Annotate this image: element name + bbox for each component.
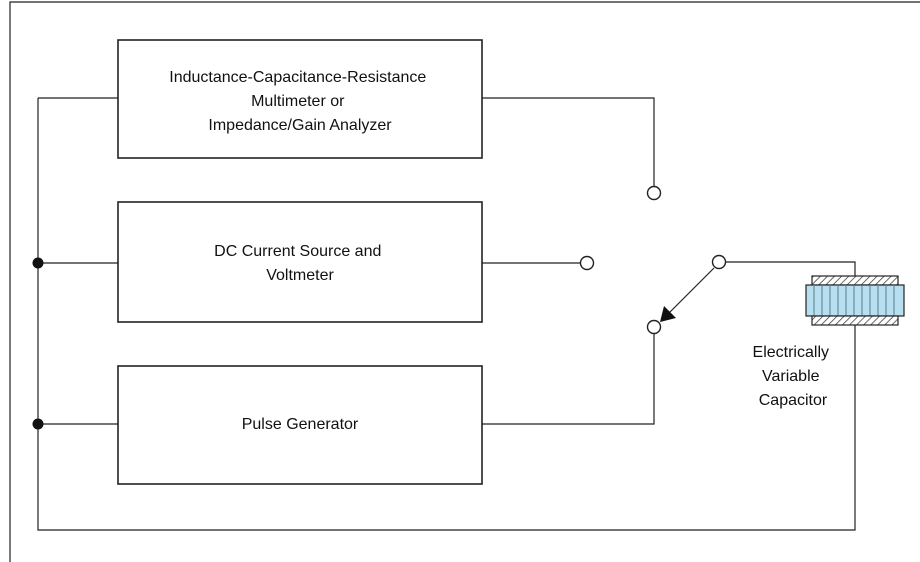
wire-switch-to-capacitor — [726, 261, 856, 276]
dc-source-label: DC Current Source and Voltmeter — [214, 243, 386, 284]
capacitor-top-plate — [811, 275, 899, 286]
capacitor-label-line-3: Capacitor — [759, 392, 828, 409]
lcr-meter-block — [117, 39, 483, 159]
capacitor-label: Electrically Variable Capacitor — [753, 344, 834, 409]
lcr-label-line-1: Inductance-Capacitance-Resistance — [169, 69, 426, 86]
lcr-label-line-2: Multimeter or — [251, 93, 345, 110]
wire-bottom-return — [37, 98, 856, 531]
junction-dot-dc — [32, 257, 44, 269]
switch-arrow-head — [660, 306, 676, 322]
dc-label-line-2: Voltmeter — [266, 267, 334, 284]
dc-source-block — [117, 201, 483, 323]
capacitor-label-line-1: Electrically — [753, 344, 829, 361]
capacitor-dielectric — [805, 284, 905, 317]
capacitor-bottom-plate — [811, 315, 899, 326]
figure-frame — [9, 1, 920, 562]
pulse-label-line-1: Pulse Generator — [242, 416, 359, 433]
switch-terminal-dc — [579, 255, 595, 271]
switch-arm — [667, 267, 715, 315]
lcr-label-line-3: Impedance/Gain Analyzer — [208, 117, 392, 134]
lcr-meter-label: Inductance-Capacitance-Resistance Multim… — [169, 69, 430, 134]
capacitor-dielectric-lines — [813, 285, 895, 316]
switch-terminal-pulse — [646, 319, 662, 335]
dc-label-line-1: DC Current Source and — [214, 243, 381, 260]
switch-terminal-lcr — [646, 185, 662, 201]
capacitor-label-line-2: Variable — [762, 368, 820, 385]
switch-pivot-terminal — [711, 254, 727, 270]
pulse-generator-label: Pulse Generator — [242, 416, 359, 433]
variable-capacitor — [805, 275, 905, 326]
wire-pulse-to-terminal — [482, 334, 655, 425]
junction-dot-pulse — [32, 418, 44, 430]
wire-lcr-to-terminal — [482, 97, 655, 186]
pulse-generator-block — [117, 365, 483, 485]
